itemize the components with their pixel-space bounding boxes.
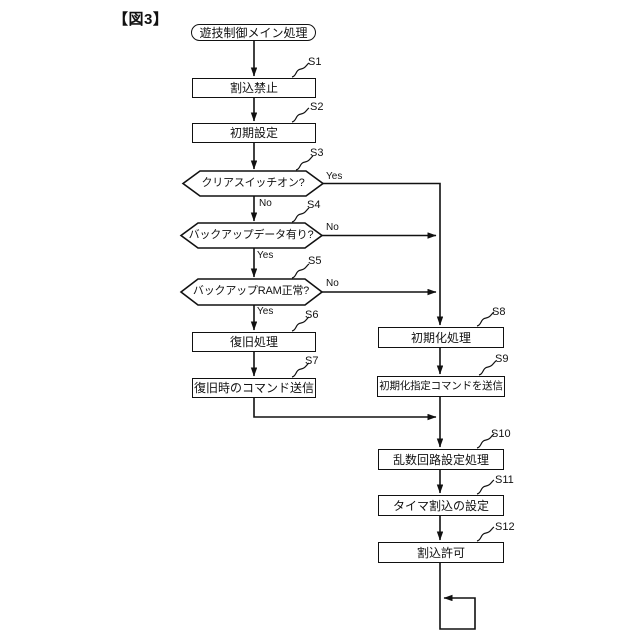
step-label-s4: S4 — [307, 199, 321, 211]
step-label-s7: S7 — [305, 355, 319, 367]
leader-s1 — [291, 62, 310, 78]
connector-s7-join — [253, 398, 437, 421]
step-label-s11: S11 — [495, 474, 514, 486]
step-label-s12: S12 — [495, 521, 515, 533]
leader-s9 — [478, 360, 497, 376]
leader-s4 — [291, 207, 310, 223]
node-s10: 乱数回路設定処理 — [378, 449, 504, 470]
node-start: 遊技制御メイン処理 — [191, 24, 316, 41]
leader-s5 — [291, 263, 310, 279]
branch-label-s5-yes: Yes — [257, 306, 274, 317]
node-s3: クリアスイッチオン? — [201, 177, 305, 189]
leader-s3 — [295, 155, 314, 171]
figure-title: 【図3】 — [113, 11, 169, 28]
node-s9: 初期化指定コマンドを送信 — [377, 376, 505, 397]
node-s2: 初期設定 — [192, 123, 316, 143]
branch-label-s4-no: No — [326, 222, 339, 233]
node-s5: バックアップRAM正常? — [192, 285, 310, 297]
node-s6: 復旧処理 — [192, 332, 316, 352]
step-label-s9: S9 — [495, 353, 509, 365]
node-s4: バックアップデータ有り? — [188, 229, 314, 241]
step-label-s2: S2 — [310, 101, 324, 113]
node-s12: 割込許可 — [378, 542, 504, 563]
branch-label-s5-no: No — [326, 278, 339, 289]
node-s7: 復旧時のコマンド送信 — [192, 378, 316, 398]
leader-s7 — [291, 362, 310, 378]
leader-s12 — [476, 526, 495, 542]
node-s8: 初期化処理 — [378, 327, 504, 348]
step-label-s5: S5 — [308, 255, 322, 267]
step-label-s3: S3 — [310, 147, 324, 159]
node-s11: タイマ割込の設定 — [378, 495, 504, 516]
node-s1: 割込禁止 — [192, 78, 316, 98]
step-label-s10: S10 — [491, 428, 511, 440]
step-label-s1: S1 — [308, 56, 322, 68]
branch-label-s3-no: No — [259, 198, 272, 209]
step-label-s8: S8 — [492, 306, 506, 318]
leader-s8 — [476, 311, 495, 327]
branch-label-s4-yes: Yes — [257, 250, 274, 261]
leader-s10 — [476, 433, 495, 449]
branch-label-s3-yes: Yes — [326, 171, 343, 182]
connector-s3-yes-s8 — [323, 182, 444, 326]
leader-s11 — [476, 479, 495, 495]
leader-s2 — [291, 107, 310, 123]
leader-s6 — [291, 316, 310, 332]
connector-s12-loop — [439, 563, 476, 630]
step-label-s6: S6 — [305, 309, 319, 321]
